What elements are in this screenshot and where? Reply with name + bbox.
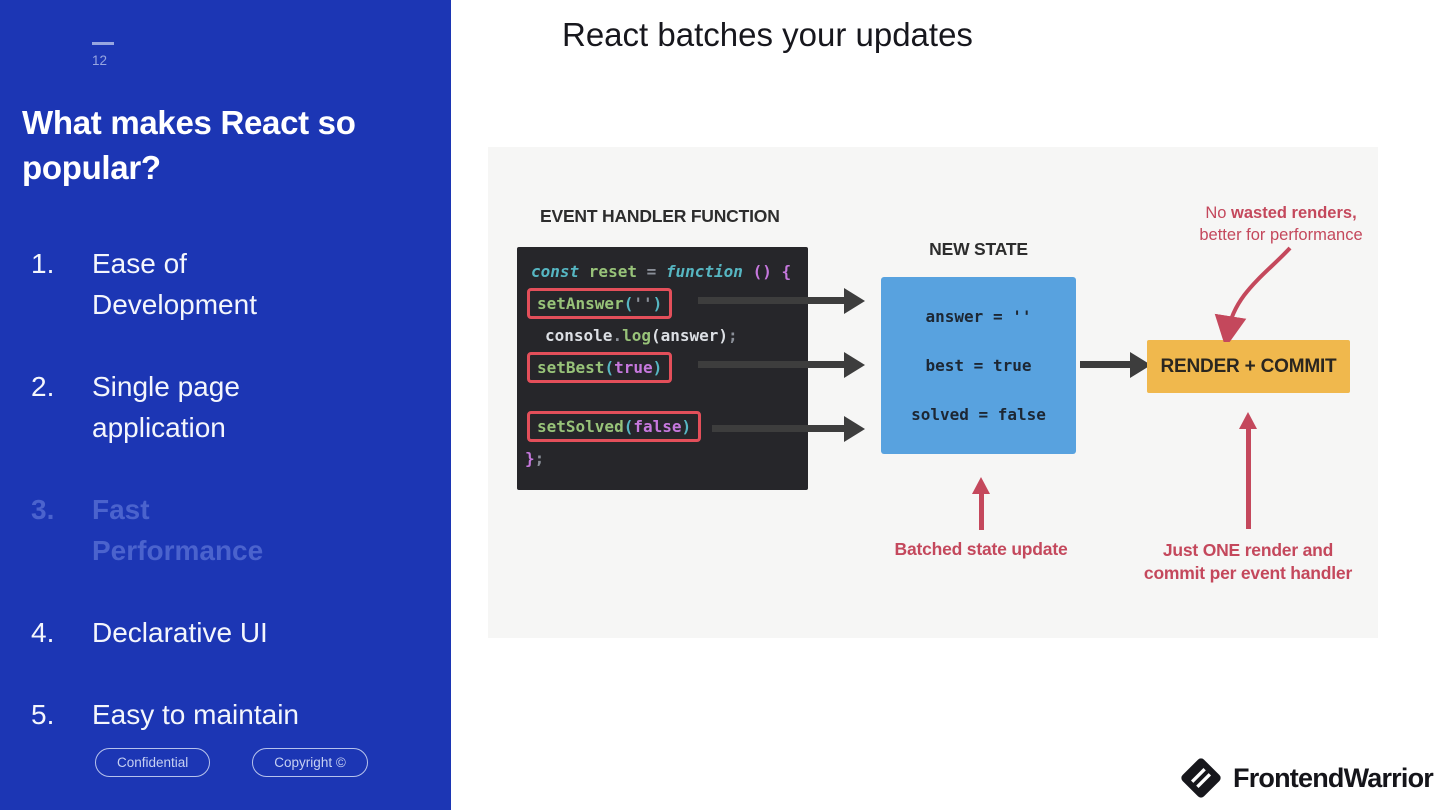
- page-number: 12: [92, 53, 108, 68]
- code-token: .: [612, 326, 623, 345]
- sidebar-heading: What makes React so popular?: [22, 104, 356, 186]
- code-token: }: [525, 449, 535, 468]
- code-token: false: [633, 417, 682, 436]
- batched-arrow-head: [972, 477, 990, 494]
- code-token: ;: [728, 326, 738, 345]
- annotation-text-bold: wasted renders,: [1231, 204, 1357, 222]
- topic-number: 3.: [31, 494, 55, 525]
- new-state-box: answer = '' best = true solved = false: [881, 277, 1076, 454]
- state-row-solved: solved = false: [911, 405, 1046, 424]
- justone-arrow-shaft: [1245, 428, 1251, 529]
- topic-label: Fast Performance: [92, 494, 264, 566]
- annotation-text: No: [1205, 204, 1232, 222]
- brand-name: FrontendWarrior: [1233, 762, 1434, 793]
- highlight-box-set-answer: setAnswer(''): [527, 288, 673, 319]
- arrow-set-best-to-state: [698, 351, 865, 378]
- topic-number: 2.: [31, 371, 55, 402]
- event-handler-code-panel: const reset = function () { setAnswer(''…: [517, 247, 808, 490]
- code-token: =: [636, 262, 666, 281]
- code-line-declaration: const reset = function () {: [517, 256, 808, 287]
- code-token: console: [545, 326, 613, 345]
- code-token: ;: [534, 449, 545, 468]
- code-line-closing: };: [517, 443, 808, 474]
- topic-item-fast-performance-active: 3. Fast Performance: [0, 489, 340, 571]
- slide-title: React batches your updates: [562, 16, 973, 53]
- arrow-set-answer-to-state: [698, 287, 865, 314]
- code-token: const: [531, 262, 589, 281]
- code-line-set-answer: setAnswer(''): [517, 287, 808, 320]
- code-token: true: [614, 358, 653, 377]
- code-token: '': [633, 294, 653, 313]
- topic-number: 5.: [31, 699, 55, 730]
- sidebar: 12 What makes React so popular? 1. Ease …: [0, 0, 451, 810]
- code-token: ): [652, 294, 663, 313]
- page-dash: [92, 42, 114, 45]
- topic-item-ease-of-development: 1. Ease of Development: [0, 243, 340, 325]
- brand-lockup: FrontendWarrior: [1176, 753, 1434, 803]
- code-token: reset: [588, 262, 637, 281]
- topic-number: 4.: [31, 617, 55, 648]
- code-line-console-log: console.log(answer);: [517, 320, 808, 351]
- code-token: setBest: [537, 358, 605, 377]
- frontendwarrior-logo-icon: [1181, 758, 1221, 798]
- page-marker: 12: [92, 42, 114, 68]
- code-token: ): [652, 358, 663, 377]
- code-token: log: [622, 326, 651, 345]
- code-token: (: [604, 358, 615, 377]
- caption-line-2: commit per event handler: [1143, 563, 1353, 583]
- batched-arrow-shaft: [978, 493, 984, 530]
- topic-label: Easy to maintain: [92, 699, 299, 730]
- highlight-box-set-solved: setSolved(false): [527, 411, 702, 442]
- annotation-line-2: better for performance: [1199, 226, 1363, 244]
- code-line-set-best: setBest(true): [517, 351, 808, 384]
- topic-label: Single page application: [92, 371, 240, 443]
- state-row-best: best = true: [925, 356, 1032, 375]
- topic-label: Ease of Development: [92, 248, 257, 320]
- topic-item-single-page-application: 2. Single page application: [0, 366, 340, 448]
- code-token: (: [623, 417, 634, 436]
- curved-arrow-to-render-commit: [1214, 246, 1292, 342]
- arrow-set-solved-to-state: [712, 415, 865, 442]
- copyright-badge[interactable]: Copyright ©: [252, 748, 368, 777]
- highlight-box-set-best: setBest(true): [527, 352, 673, 383]
- batching-diagram: EVENT HANDLER FUNCTION const reset = fun…: [488, 147, 1378, 638]
- code-line-set-solved: setSolved(false): [517, 410, 808, 443]
- topic-number: 1.: [31, 248, 55, 279]
- code-token: setSolved: [537, 417, 624, 436]
- code-line-blank: [517, 384, 808, 410]
- code-token: function: [665, 262, 753, 281]
- topic-item-declarative-ui: 4. Declarative UI: [0, 612, 340, 653]
- code-token: ): [681, 417, 692, 436]
- badge-row: Confidential Copyright ©: [95, 748, 368, 777]
- caption-line-1: Just ONE render and: [1162, 540, 1334, 560]
- annotation-line-1: No wasted renders,: [1156, 202, 1406, 224]
- new-state-label: NEW STATE: [929, 239, 1028, 259]
- confidential-badge[interactable]: Confidential: [95, 748, 211, 777]
- render-commit-box: RENDER + COMMIT: [1147, 340, 1350, 393]
- justone-arrow-head: [1239, 412, 1257, 429]
- code-token: () {: [752, 262, 792, 281]
- topic-list: 1. Ease of Development 2. Single page ap…: [0, 243, 340, 776]
- just-one-render-caption: Just ONE render and commit per event han…: [1133, 539, 1363, 585]
- code-token: (: [623, 294, 634, 313]
- code-token: (answer): [650, 326, 729, 345]
- arrow-state-to-render: [1080, 351, 1151, 378]
- topic-label: Declarative UI: [92, 617, 268, 648]
- batched-state-update-caption: Batched state update: [894, 539, 1068, 559]
- state-row-answer: answer = '': [925, 307, 1032, 326]
- no-wasted-renders-annotation: No wasted renders, better for performanc…: [1156, 202, 1406, 246]
- code-token: setAnswer: [537, 294, 624, 313]
- event-handler-function-label: EVENT HANDLER FUNCTION: [540, 206, 780, 226]
- topic-item-easy-to-maintain: 5. Easy to maintain: [0, 694, 340, 735]
